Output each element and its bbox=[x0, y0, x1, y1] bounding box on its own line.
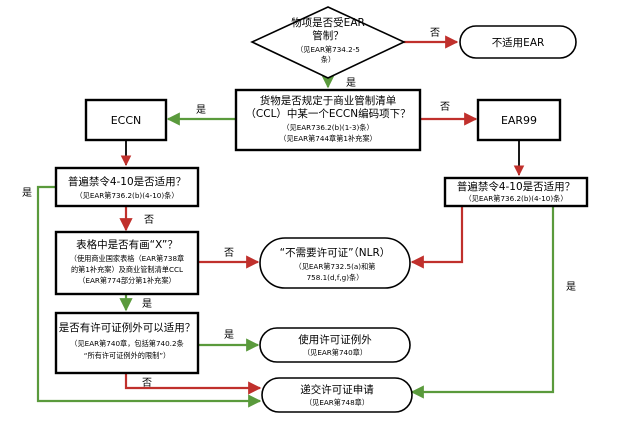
general-right-sub: （见EAR第736.2(b)(4-10)条） bbox=[464, 194, 567, 203]
edge-no-exception bbox=[124, 373, 262, 395]
edge-yes-general-left bbox=[36, 185, 262, 408]
use-exception-sub: （见EAR第740章） bbox=[303, 348, 367, 357]
node-ear99: EAR99 bbox=[476, 98, 562, 142]
label-no-general-left: 否 bbox=[144, 214, 154, 226]
table-x-line: 表格中是否有画“X”？ bbox=[76, 238, 178, 251]
edge-no-general-right bbox=[410, 206, 464, 269]
eccn-text: ECCN bbox=[111, 114, 142, 127]
label-yes-eccn: 是 bbox=[196, 104, 206, 116]
subject-sub-2: 条） bbox=[321, 55, 335, 64]
node-use-exception: 使用许可证例外 （见EAR第740章） bbox=[259, 327, 411, 363]
node-not-applicable: 不适用EAR bbox=[459, 25, 577, 59]
subject-sub-1: （见EAR第734.2-5 bbox=[296, 45, 360, 54]
node-eccn: ECCN bbox=[84, 98, 168, 142]
nlr-sub-2: 758.1(d,f,g)条） bbox=[307, 273, 364, 282]
exception-sub-2: “所有许可证例外的限制”） bbox=[84, 351, 171, 360]
ccl-line-2: （CCL）中某一个ECCN编码项下？ bbox=[245, 107, 410, 120]
label-yes-subject: 是 bbox=[346, 77, 356, 89]
edge-yes-general-right bbox=[410, 206, 555, 399]
use-exception-line: 使用许可证例外 bbox=[298, 333, 372, 346]
node-ccl-question: 货物是否规定于商业管制清单 （CCL）中某一个ECCN编码项下？ （见EAR73… bbox=[234, 88, 422, 152]
general-left-line: 普遍禁令4-10是否适用？ bbox=[68, 175, 186, 188]
ccl-sub-1: （见EAR736.2(b)(1-3)条） bbox=[282, 123, 373, 132]
label-no-ear99: 否 bbox=[440, 101, 450, 113]
node-general-left: 普遍禁令4-10是否适用？ （见EAR第736.2(b)(4-10)条） bbox=[54, 166, 200, 208]
subject-line-2: 管制？ bbox=[312, 29, 344, 42]
table-x-sub-3: （EAR第774部分第1补充案） bbox=[78, 276, 175, 285]
ccl-line-1: 货物是否规定于商业管制清单 bbox=[260, 94, 397, 107]
label-yes-table-x: 是 bbox=[142, 298, 152, 310]
exception-sub-1: （见EAR第740章，包括第740.2条 bbox=[70, 339, 183, 348]
table-x-sub-1: （使用商业国家表格（EAR第738章 bbox=[70, 254, 184, 263]
submit-license-line: 递交许可证申请 bbox=[300, 383, 374, 396]
node-subject-to-ear: 物项是否受EAR 管制？ （见EAR第734.2-5 条） bbox=[250, 6, 406, 79]
general-left-sub: （见EAR第736.2(b)(4-10)条） bbox=[75, 191, 178, 200]
label-yes-general-right: 是 bbox=[566, 281, 576, 293]
label-yes-exception: 是 bbox=[224, 329, 234, 341]
submit-license-sub: （见EAR第748章） bbox=[305, 398, 369, 407]
node-submit-license: 递交许可证申请 （见EAR第748章） bbox=[261, 377, 413, 413]
not-applicable-text: 不适用EAR bbox=[492, 37, 545, 49]
nlr-sub-1: （见EAR第732.5(a)和第 bbox=[295, 262, 376, 271]
label-no-table-x: 否 bbox=[224, 247, 234, 259]
node-exception: 是否有许可证例外可以适用？ （见EAR第740章，包括第740.2条 “所有许可… bbox=[54, 311, 200, 375]
subject-line-1: 物项是否受EAR bbox=[291, 16, 365, 29]
ear99-text: EAR99 bbox=[501, 114, 537, 127]
label-no-exception: 否 bbox=[142, 377, 152, 389]
node-nlr: “不需要许可证”（NLR） （见EAR第732.5(a)和第 758.1(d,f… bbox=[259, 237, 411, 289]
label-no-not-applicable: 否 bbox=[430, 27, 440, 39]
label-yes-general-left: 是 bbox=[22, 187, 32, 199]
node-table-x: 表格中是否有画“X”？ （使用商业国家表格（EAR第738章 的第1补充案）及商… bbox=[54, 230, 200, 296]
nlr-line: “不需要许可证”（NLR） bbox=[280, 246, 391, 259]
exception-line: 是否有许可证例外可以适用？ bbox=[59, 321, 196, 334]
table-x-sub-2: 的第1补充案）及商业管制清单CCL bbox=[71, 265, 183, 274]
ccl-sub-2: （见EAR第744章第1补充案） bbox=[279, 134, 376, 143]
general-right-line: 普遍禁令4-10是否适用？ bbox=[457, 180, 575, 193]
node-general-right: 普遍禁令4-10是否适用？ （见EAR第736.2(b)(4-10)条） bbox=[443, 176, 589, 208]
